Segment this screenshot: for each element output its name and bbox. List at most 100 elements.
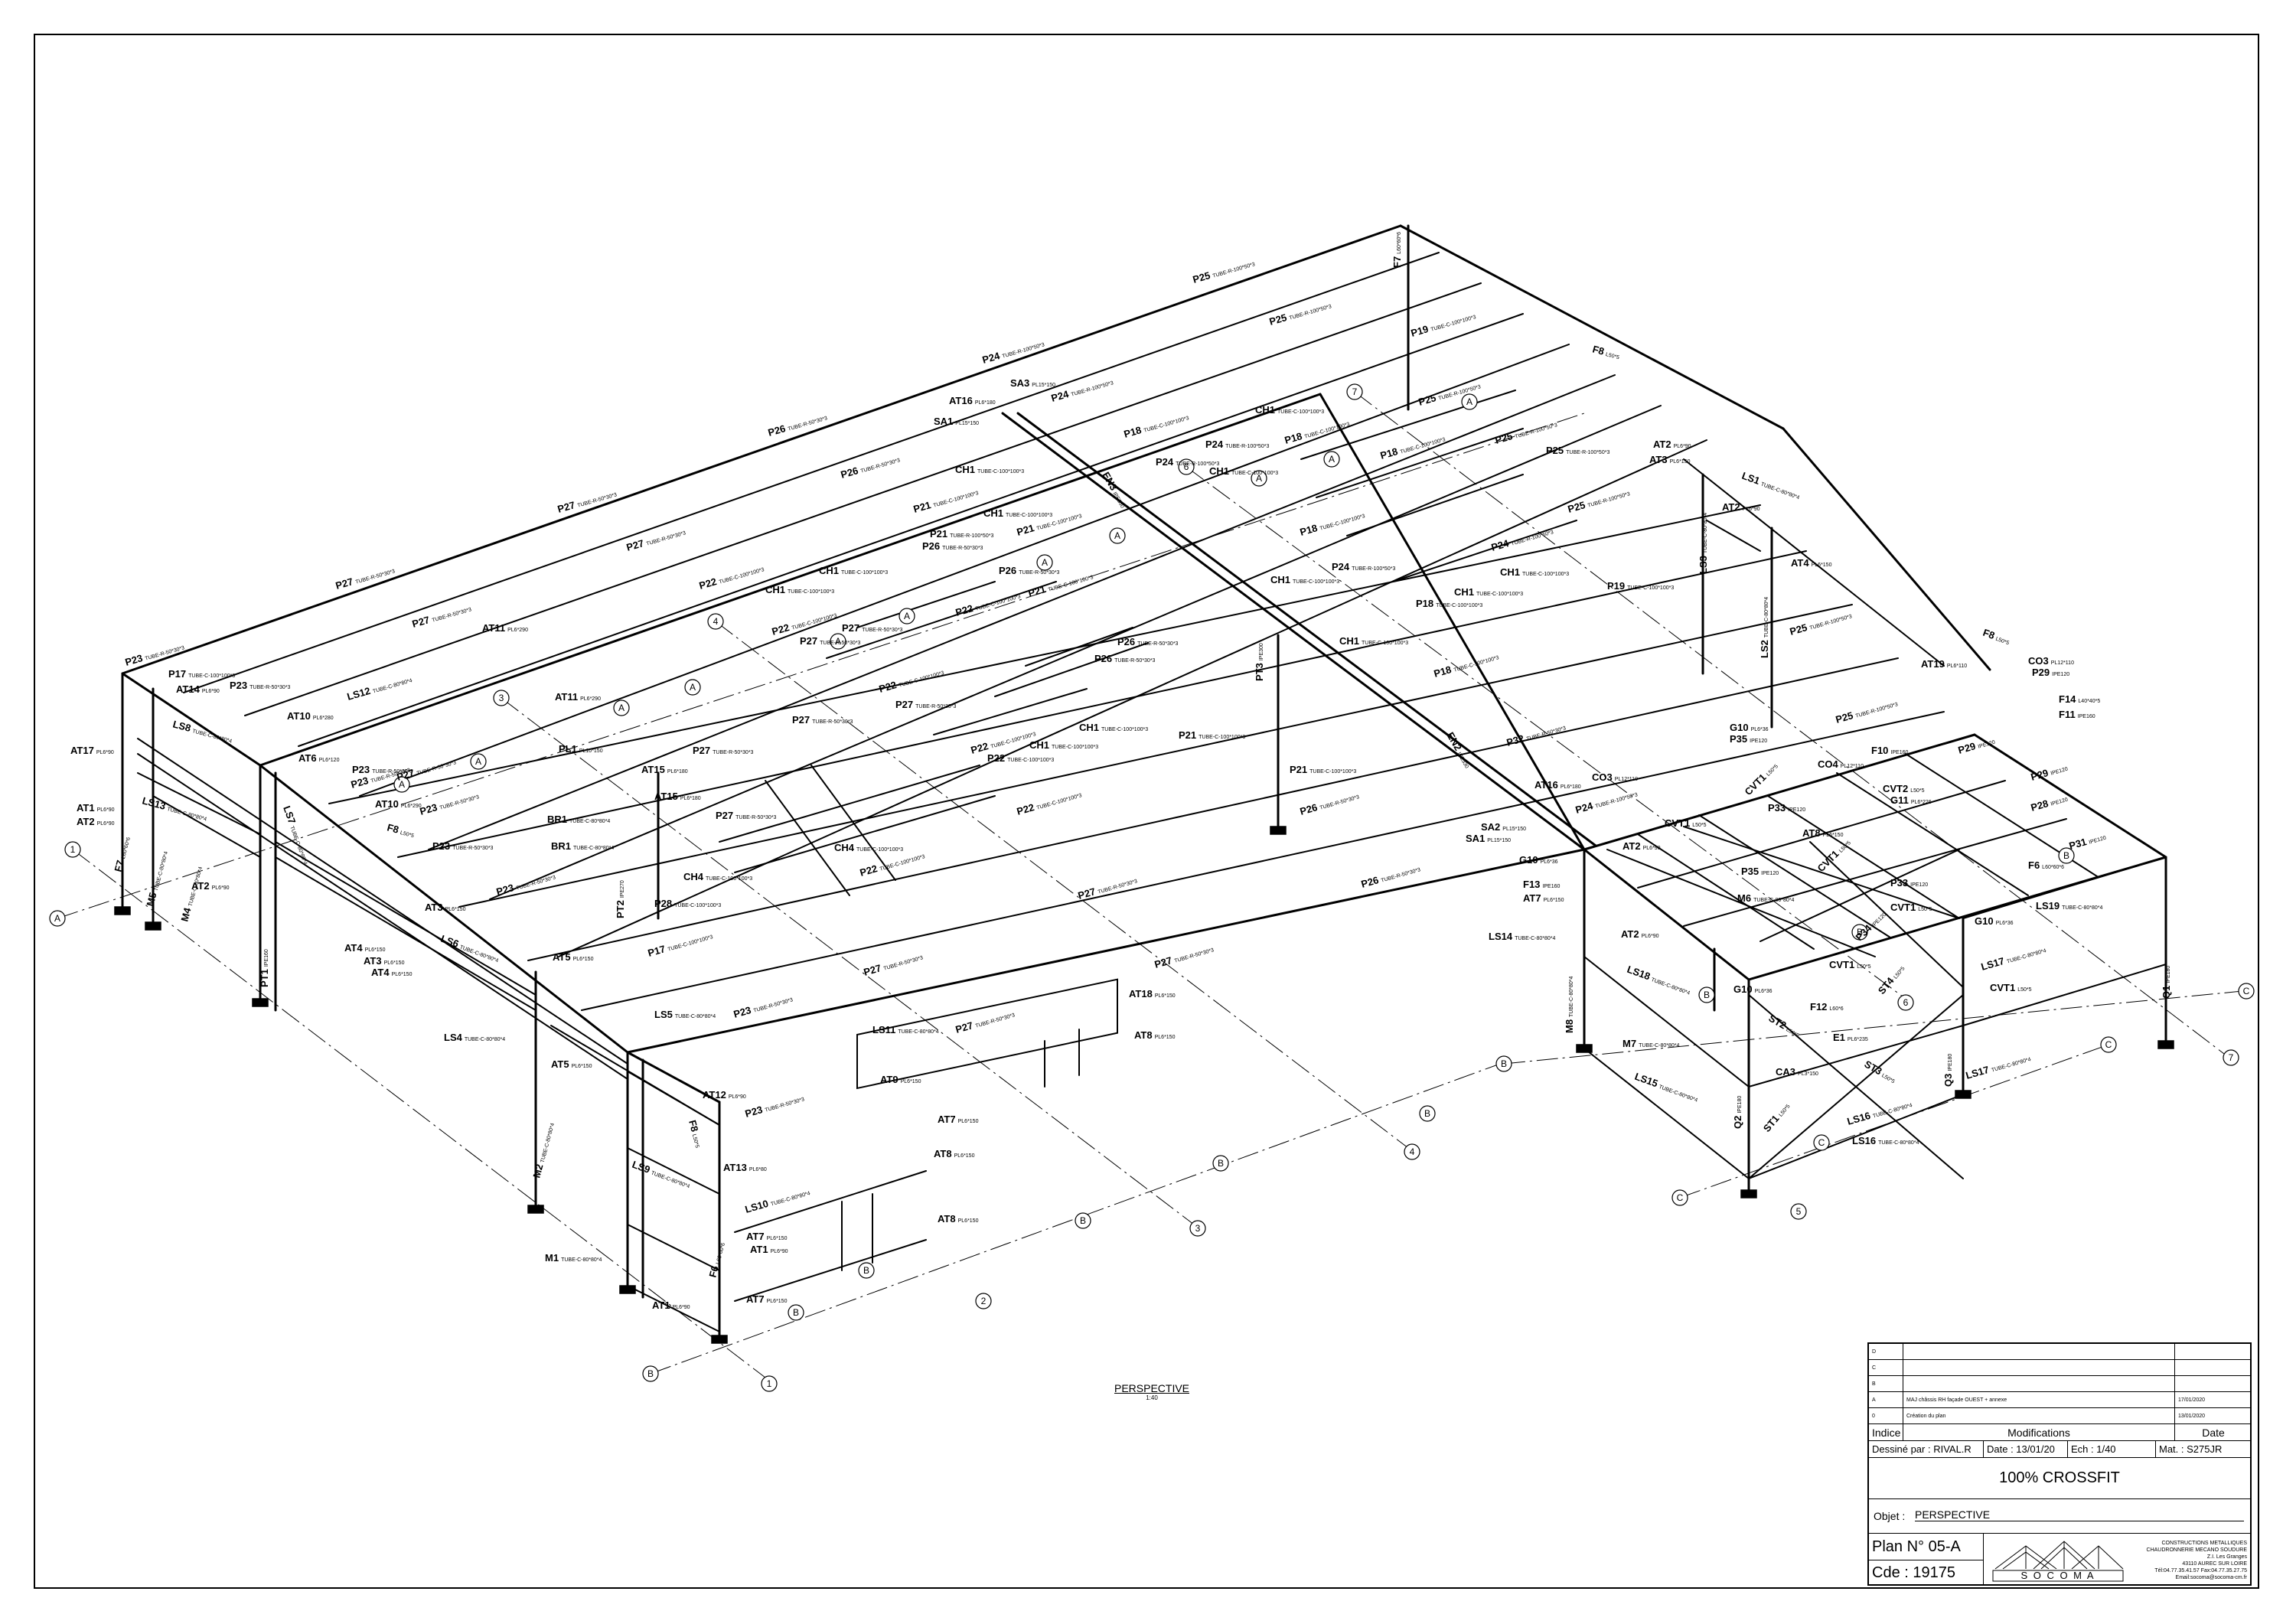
axis-bubble-circle (788, 1304, 804, 1321)
axis-bubble-label: 1 (70, 844, 76, 855)
member-code: LS6 (439, 933, 461, 950)
member-code: AT5 (551, 1058, 569, 1070)
axis-bubble-label: 3 (499, 693, 504, 703)
member-code: AT17 (70, 745, 94, 756)
member-code: LS18 (1626, 964, 1652, 983)
axis-bubble: 2 (975, 1293, 992, 1309)
member-label: P24TUBE-R-100*50*3 (1490, 524, 1554, 553)
company-logo (1992, 1541, 2124, 1582)
member-code: P19 (1410, 323, 1430, 339)
member-profile: TUBE-R-50*30*3 (439, 794, 480, 810)
member-code: AT2 (77, 816, 95, 827)
member-code: CH1 (1255, 404, 1275, 416)
revision-index: C (1869, 1360, 1903, 1375)
member-code: Q2 (1732, 1116, 1743, 1129)
member-code: P23 (124, 652, 144, 668)
member-profile: PL6*90 (673, 1305, 690, 1310)
member-profile: TUBE-C-100*100*3 (1231, 471, 1278, 476)
member-label: P22TUBE-C-100*100*3 (954, 589, 1022, 618)
member-code: P27 (556, 499, 576, 515)
member-code: P26 (922, 540, 940, 552)
axis-bubble: A (684, 679, 701, 696)
axis-bubble-label: B (863, 1265, 869, 1276)
member-code: AT15 (654, 791, 678, 802)
member-code: P24 (1490, 537, 1511, 553)
member-label: P25TUBE-R-100*50*3 (1268, 298, 1332, 327)
axis-bubble-label: A (904, 611, 910, 621)
member-profile: PL6*290 (507, 628, 528, 633)
member-code: F13 (1523, 879, 1540, 890)
revision-text (1903, 1344, 2175, 1359)
axis-bubble-circle (1189, 1220, 1206, 1237)
drawing-scale: Ech : 1/40 (2068, 1441, 2156, 1457)
member-code: CVT1 (1890, 902, 1916, 913)
axis-bubble: B (788, 1304, 804, 1321)
axis-bubble-label: 7 (1352, 386, 1358, 397)
member-code: P29 (2032, 667, 2050, 678)
member-code: CO4 (1818, 758, 1839, 770)
member-code: LS12 (346, 685, 372, 703)
axis-bubble-circle (2100, 1036, 2117, 1053)
member-profile: TUBE-C-80*80*4 (770, 1191, 810, 1207)
member-profile: PL12*110 (1841, 764, 1864, 769)
axis-bubble-circle (1178, 458, 1195, 475)
member-profile: IPE160 (1542, 884, 1560, 889)
member-profile: TUBE-C-80*80*4 (898, 1029, 938, 1035)
member-code: P23 (732, 1004, 752, 1020)
member-profile: TUBE-C-80*80*4 (1991, 1057, 2031, 1073)
member-code: M8 (1564, 1019, 1575, 1033)
member-code: P25 (1494, 430, 1514, 446)
member-profile: TUBE-C-80*80*4 (166, 807, 207, 823)
member-profile: TUBE-C-100*100*3 (977, 469, 1024, 474)
member-profile: PL6*90 (96, 750, 114, 755)
axis-bubble: B (2058, 847, 2075, 864)
axis-bubble-circle (49, 910, 66, 927)
member-profile: PL6*150 (384, 960, 405, 966)
member-profile: TUBE-R-100*50*3 (1595, 792, 1639, 810)
member-profile: TUBE-C-100*100*3 (899, 670, 945, 689)
member-code: LS9 (631, 1159, 652, 1176)
member-code: P29 (1957, 740, 1977, 756)
member-code: ST3 (1863, 1058, 1884, 1078)
axis-bubble-circle (1109, 527, 1126, 544)
member-profile: TUBE-R-50*30*3 (735, 815, 776, 820)
member-code: SA3 (1010, 377, 1029, 389)
member-profile: TUBE-C-80*80*4 (1658, 1084, 1698, 1104)
axis-bubble-circle (1346, 383, 1363, 400)
member-profile: PL6*90 (202, 689, 220, 694)
axis-bubble: 1 (64, 841, 81, 858)
member-profile: PL6*150 (901, 1079, 921, 1084)
member-code: M5 (144, 891, 158, 907)
axis-bubble-circle (1790, 1203, 1807, 1220)
axis-bubble-label: A (618, 703, 625, 713)
member-label: PT2IPE270 (615, 880, 626, 918)
drawing-frame (34, 34, 2259, 1589)
member-code: P27 (716, 810, 733, 821)
member-code: G10 (1975, 915, 1994, 927)
member-code: Q1 (2161, 986, 2172, 999)
member-profile: IPE120 (2050, 797, 2069, 807)
member-code: P22 (954, 602, 974, 618)
member-code: P18 (1299, 522, 1319, 538)
member-code: F7 (112, 859, 126, 873)
member-label: P19TUBE-C-100*100*3 (1410, 309, 1477, 338)
member-profile: TUBE-R-100*50*3 (1071, 380, 1114, 398)
axis-bubble-label: 6 (1184, 461, 1189, 472)
member-label: P22TUBE-C-100*100*3 (771, 608, 838, 637)
axis-bubble: 6 (1178, 458, 1195, 475)
member-profile: TUBE-C-100*100*3 (1036, 793, 1083, 811)
member-label: LS3TUBE-C-80*80*4 (1698, 513, 1709, 574)
